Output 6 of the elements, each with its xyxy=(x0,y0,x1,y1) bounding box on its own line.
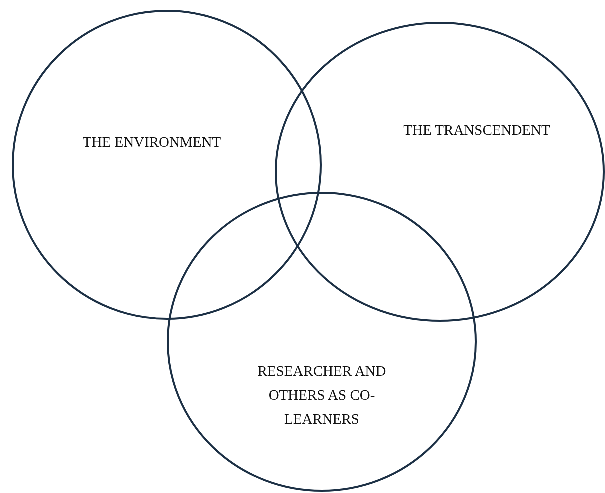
venn-circle xyxy=(12,10,322,320)
circle-label: RESEARCHER AND OTHERS AS CO-LEARNERS xyxy=(256,363,388,430)
circle-label: THE TRANSCENDENT xyxy=(402,122,552,141)
circle-label: THE ENVIRONMENT xyxy=(82,134,222,153)
venn-circle xyxy=(167,192,477,492)
venn-circle xyxy=(275,22,605,322)
